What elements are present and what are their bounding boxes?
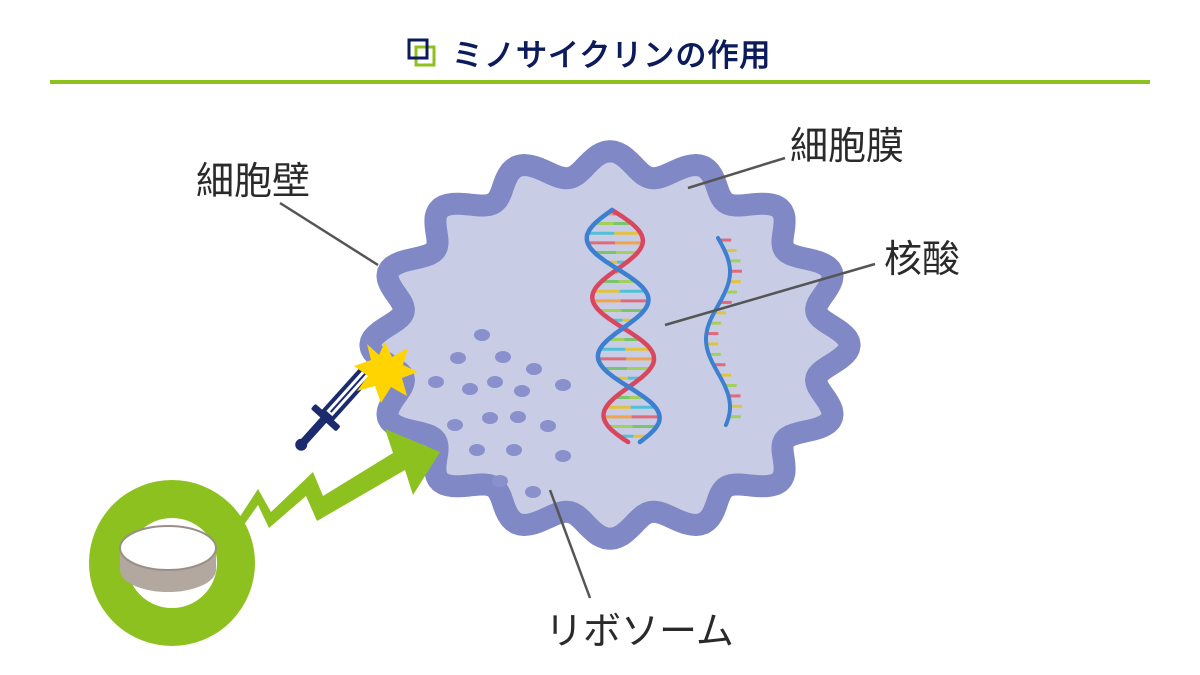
tablet-icon (89, 480, 255, 646)
label-nucleic-acid: 核酸 (884, 237, 961, 281)
spark-icon (354, 342, 418, 403)
title-square-icon (407, 38, 436, 67)
leader-lines (279, 156, 876, 599)
label-cell-wall: 細胞壁 (196, 159, 311, 203)
rna-strand (704, 236, 742, 427)
cell-wall (359, 140, 861, 550)
header: ミノサイクリンの作用 (0, 0, 1200, 84)
label-ribosome: リボソーム (545, 609, 734, 653)
title-underline (50, 80, 1150, 84)
ribosomes (428, 329, 571, 498)
dna-double-helix (584, 207, 662, 445)
page-title: ミノサイクリンの作用 (452, 38, 772, 74)
label-cell-membrane: 細胞膜 (790, 124, 905, 168)
lightning-arrow-icon (226, 429, 440, 550)
